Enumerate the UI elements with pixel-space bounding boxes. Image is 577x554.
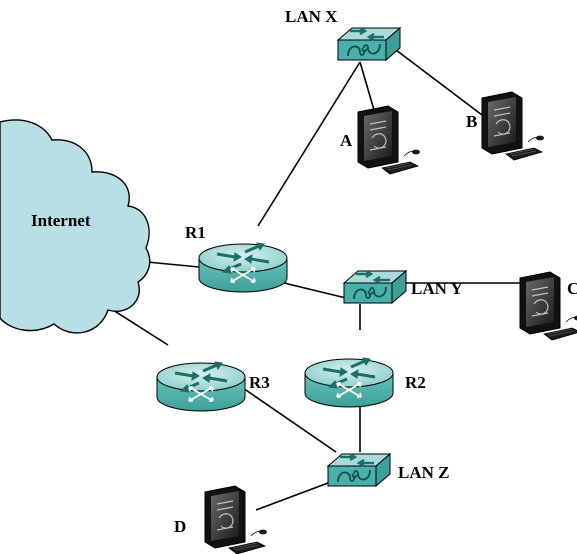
switch-lan-z (326, 452, 392, 488)
switch-lan-y-label: LAN Y (411, 279, 463, 298)
internet-cloud: Internet (0, 119, 151, 334)
switch-lan-x (336, 26, 402, 62)
link-r1-lanx (257, 61, 361, 227)
computer-b (481, 91, 545, 161)
router-r3-label: R3 (249, 373, 270, 392)
computer-d (204, 485, 268, 554)
link-lanx-a (359, 61, 375, 111)
router-r3 (155, 360, 247, 413)
router-r1 (197, 241, 289, 294)
router-r2-label: R2 (405, 373, 426, 392)
internet-label: Internet (31, 211, 91, 230)
link-internet-r1 (146, 261, 200, 268)
link-lanx-b (395, 49, 487, 119)
host-c-label: C (567, 279, 577, 298)
host-b-label: B (466, 112, 477, 131)
link-lanz-d (255, 479, 337, 511)
link-r1-lany (283, 282, 347, 299)
router-r2 (303, 356, 395, 409)
switch-lan-y (342, 269, 408, 305)
router-r1-label: R1 (185, 223, 206, 242)
computer-a (357, 105, 421, 175)
host-d-label: D (174, 517, 186, 536)
switch-lan-z-label: LAN Z (398, 463, 449, 482)
host-a-label: A (340, 131, 353, 150)
switch-lan-x-label: LAN X (285, 7, 338, 26)
link-r3-lanz (239, 385, 337, 453)
